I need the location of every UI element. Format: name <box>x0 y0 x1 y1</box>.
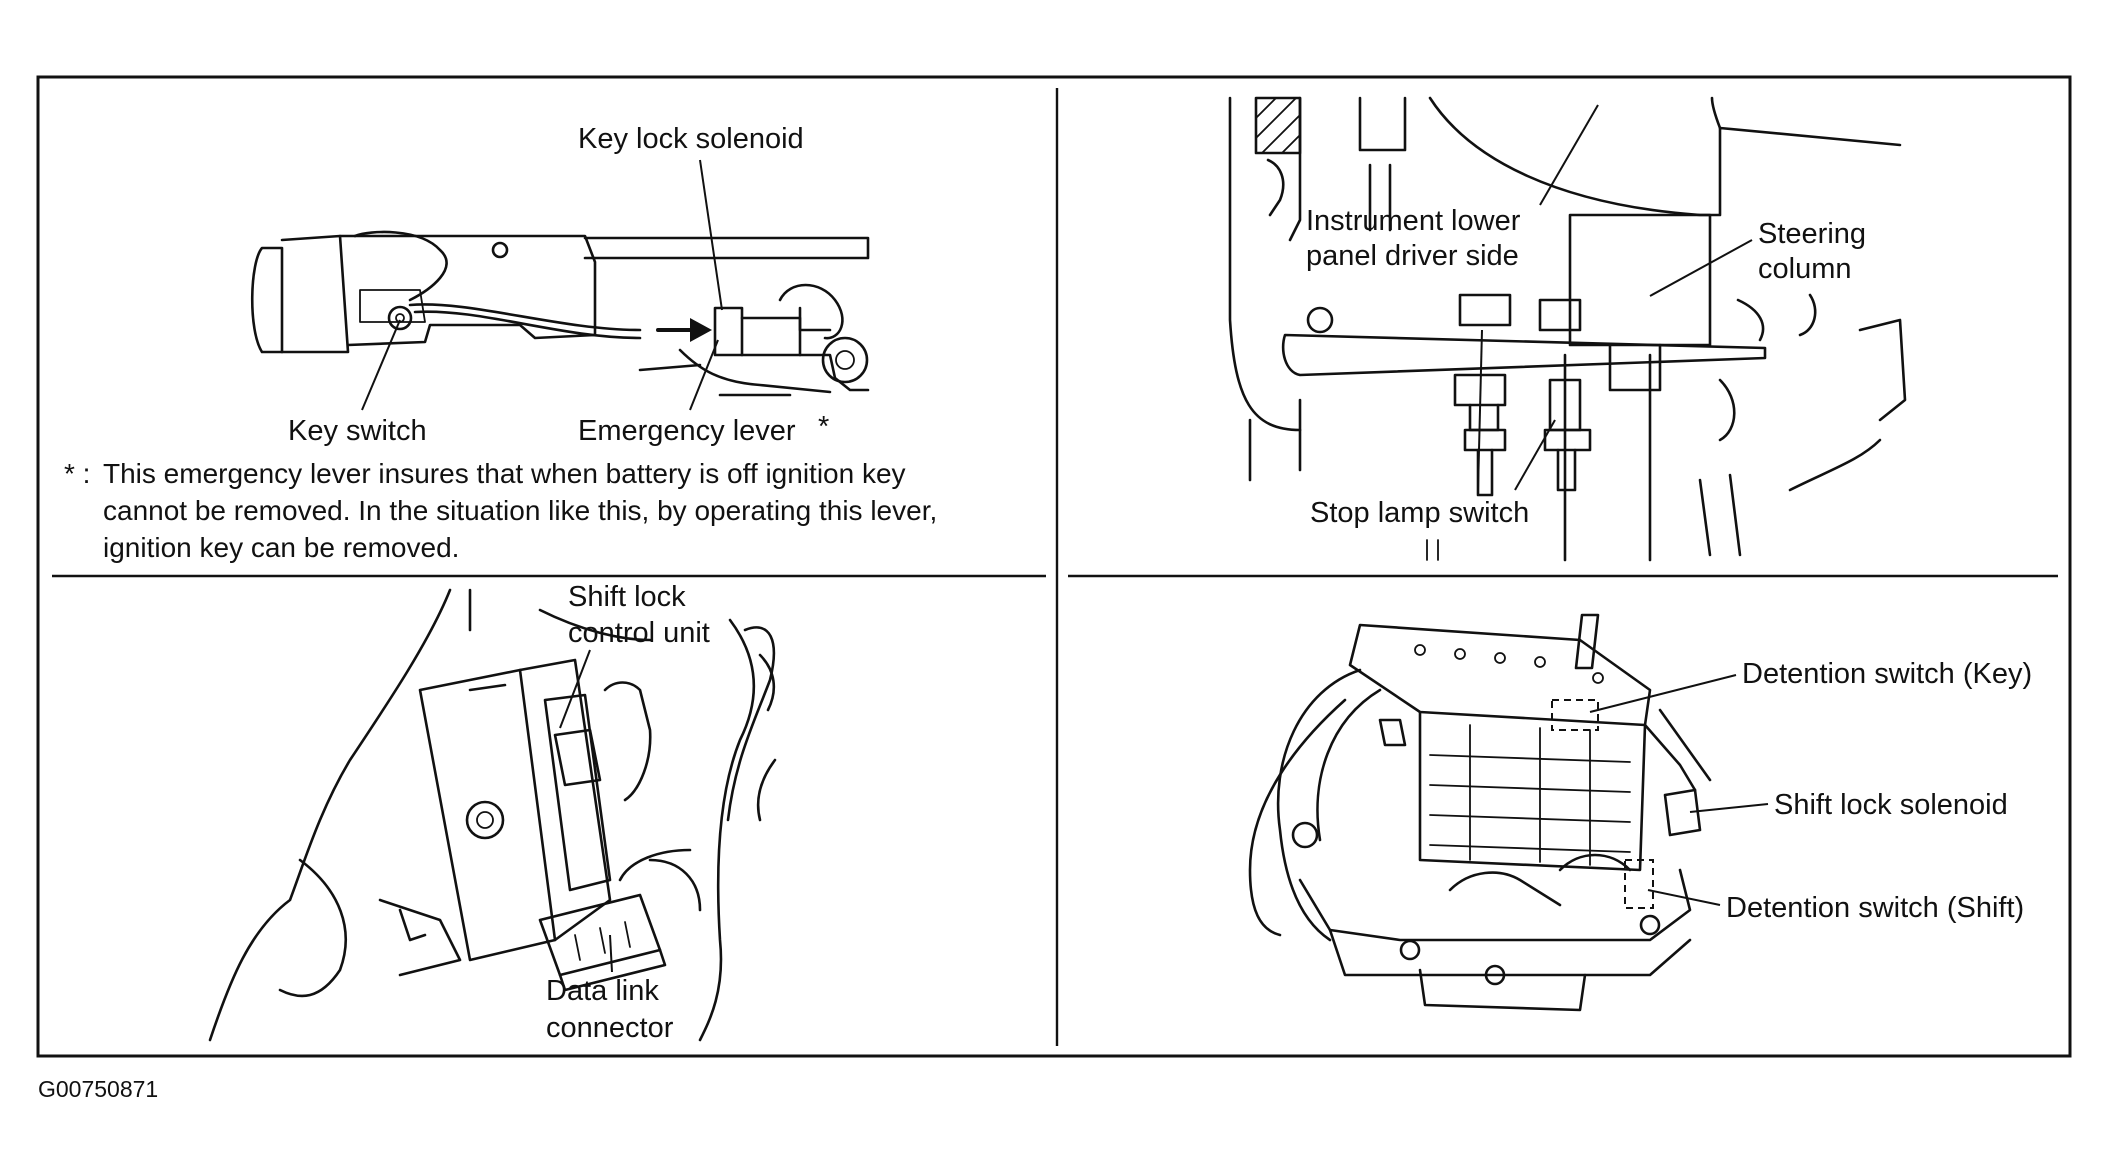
key-switch-leader <box>361 319 401 411</box>
diagram-frame <box>36 75 2072 1058</box>
steering-column-leader <box>1649 239 1753 297</box>
key-lock-solenoid-label: Key lock solenoid <box>578 123 804 155</box>
key-cylinder-drawing <box>250 230 870 397</box>
shift-lever-assembly-drawing <box>1248 613 1712 1012</box>
data-link-connector-label-line2: connector <box>546 1012 674 1044</box>
note-line-2: cannot be removed. In the situation like… <box>103 495 937 526</box>
key-lock-solenoid-leader <box>699 159 723 311</box>
emergency-lever-label: Emergency lever <box>578 415 796 447</box>
shift-lock-panel: Detention switch (Key) Shift lock soleno… <box>1248 613 2032 1012</box>
detention-switch-key-label: Detention switch (Key) <box>1742 658 2032 690</box>
steering-column-label-line1: Steering <box>1758 218 1866 250</box>
shift-lock-solenoid-label: Shift lock solenoid <box>1774 789 2008 821</box>
emergency-lever-leader <box>689 339 719 411</box>
detention-switch-key-leader <box>1589 674 1737 713</box>
emergency-lever-note: * : This emergency lever insures that wh… <box>64 458 937 563</box>
stop-lamp-switch-leader-2 <box>1514 419 1556 491</box>
instrument-panel-leader <box>1539 104 1599 206</box>
detention-switch-shift-label: Detention switch (Shift) <box>1726 892 2024 924</box>
shift-lock-control-unit-label-line2: control unit <box>568 617 710 649</box>
emergency-lever-asterisk: * <box>818 411 829 443</box>
control-unit-drawing <box>208 588 777 1042</box>
shift-lock-control-unit-label-line1: Shift lock <box>568 581 686 613</box>
pedal-bracket-drawing <box>1228 96 1907 562</box>
detention-switch-shift-box <box>1624 859 1654 909</box>
figure-id: G00750871 <box>38 1076 158 1102</box>
control-unit-panel: Shift lock control unit Data link connec… <box>208 581 777 1044</box>
note-line-3: ignition key can be removed. <box>103 532 459 563</box>
data-link-connector-leader <box>609 934 613 973</box>
data-link-connector-label-line1: Data link <box>546 975 659 1007</box>
detention-switch-key-box <box>1551 699 1599 731</box>
instrument-panel-label-line1: Instrument lower <box>1306 205 1521 237</box>
shift-lock-solenoid-leader <box>1689 803 1769 813</box>
instrument-panel-label-line2: panel driver side <box>1306 240 1519 272</box>
stop-lamp-switch-leader-1 <box>1477 329 1483 491</box>
stop-lamp-switch-label: Stop lamp switch <box>1310 497 1529 529</box>
shift-lock-control-unit-leader <box>559 649 591 729</box>
key-lock-panel: Key lock solenoid Key switch Emergency l… <box>64 123 937 563</box>
stop-lamp-panel: Instrument lower panel driver side Steer… <box>1228 96 1907 562</box>
note-marker: * : <box>64 458 90 489</box>
note-line-1: This emergency lever insures that when b… <box>103 458 906 489</box>
key-switch-label: Key switch <box>288 415 427 447</box>
detention-switch-shift-leader <box>1647 889 1721 906</box>
steering-column-label-line2: column <box>1758 253 1852 285</box>
